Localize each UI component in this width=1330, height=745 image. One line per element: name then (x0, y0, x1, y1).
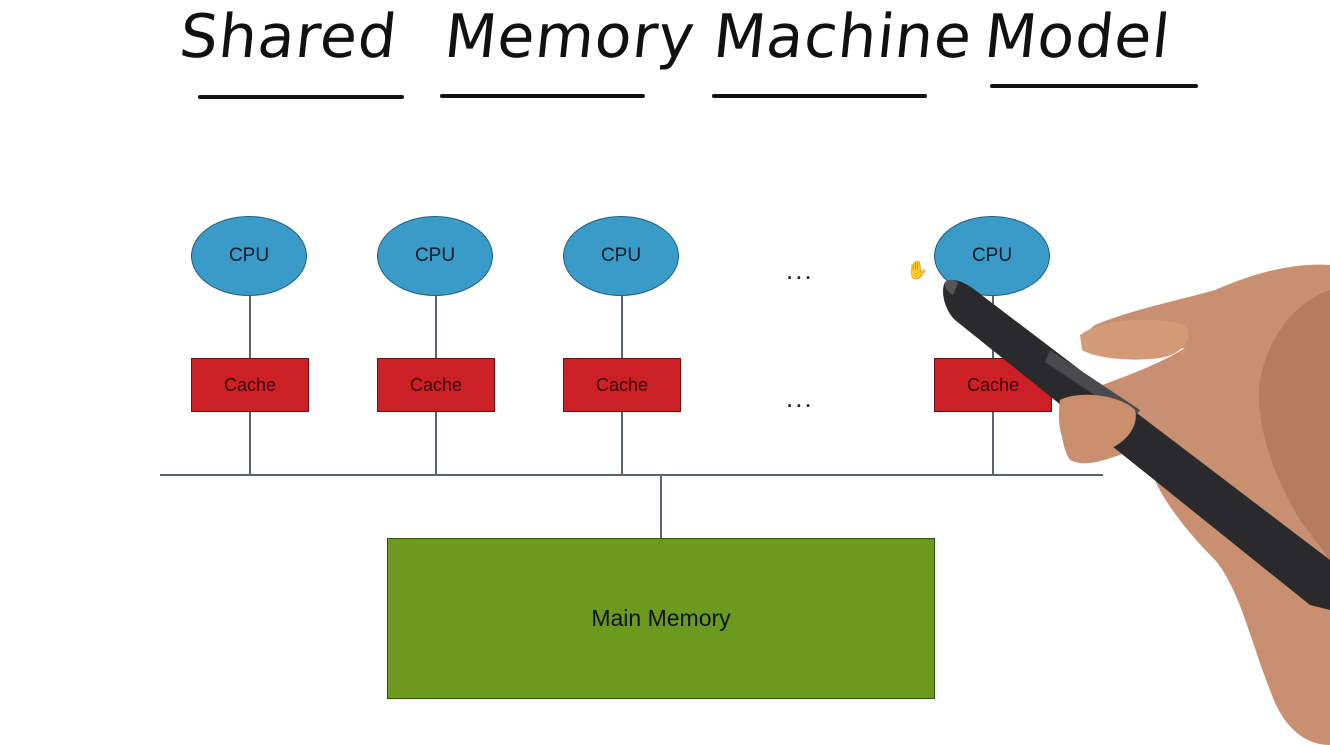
title-underline (712, 94, 927, 98)
bus-memory-connector (660, 475, 662, 538)
cpu-cache-connector (621, 296, 623, 358)
cache-node: Cache (377, 358, 495, 412)
pen-tip (944, 279, 958, 295)
cache-bus-connector (435, 411, 437, 475)
pen-icon (943, 280, 1330, 610)
main-memory-label: Main Memory (591, 605, 731, 631)
cache-bus-connector (621, 411, 623, 475)
title-underline (990, 84, 1198, 88)
cache-bus-connector (992, 411, 994, 475)
system-bus (160, 474, 1103, 476)
cache-node: Cache (934, 358, 1052, 412)
title-underline (198, 95, 404, 99)
cpu-node: CPU (377, 216, 493, 296)
thumb-icon (1058, 394, 1136, 455)
hand-shadow (1259, 290, 1330, 560)
cache-bus-connector (249, 411, 251, 475)
main-memory-block: Main Memory (387, 538, 935, 699)
cpu-node: CPU (563, 216, 679, 296)
cpu-node: CPU (191, 216, 307, 296)
cache-ellipsis: ... (786, 383, 814, 413)
title-underline (440, 94, 645, 98)
finger-icon (1080, 319, 1189, 360)
cpu-cache-connector (435, 296, 437, 358)
hand-cursor-icon: ✋ (906, 260, 929, 280)
cache-node: Cache (191, 358, 309, 412)
cache-node: Cache (563, 358, 681, 412)
cpu-ellipsis: ... (786, 255, 814, 285)
cpu-cache-connector (249, 296, 251, 358)
